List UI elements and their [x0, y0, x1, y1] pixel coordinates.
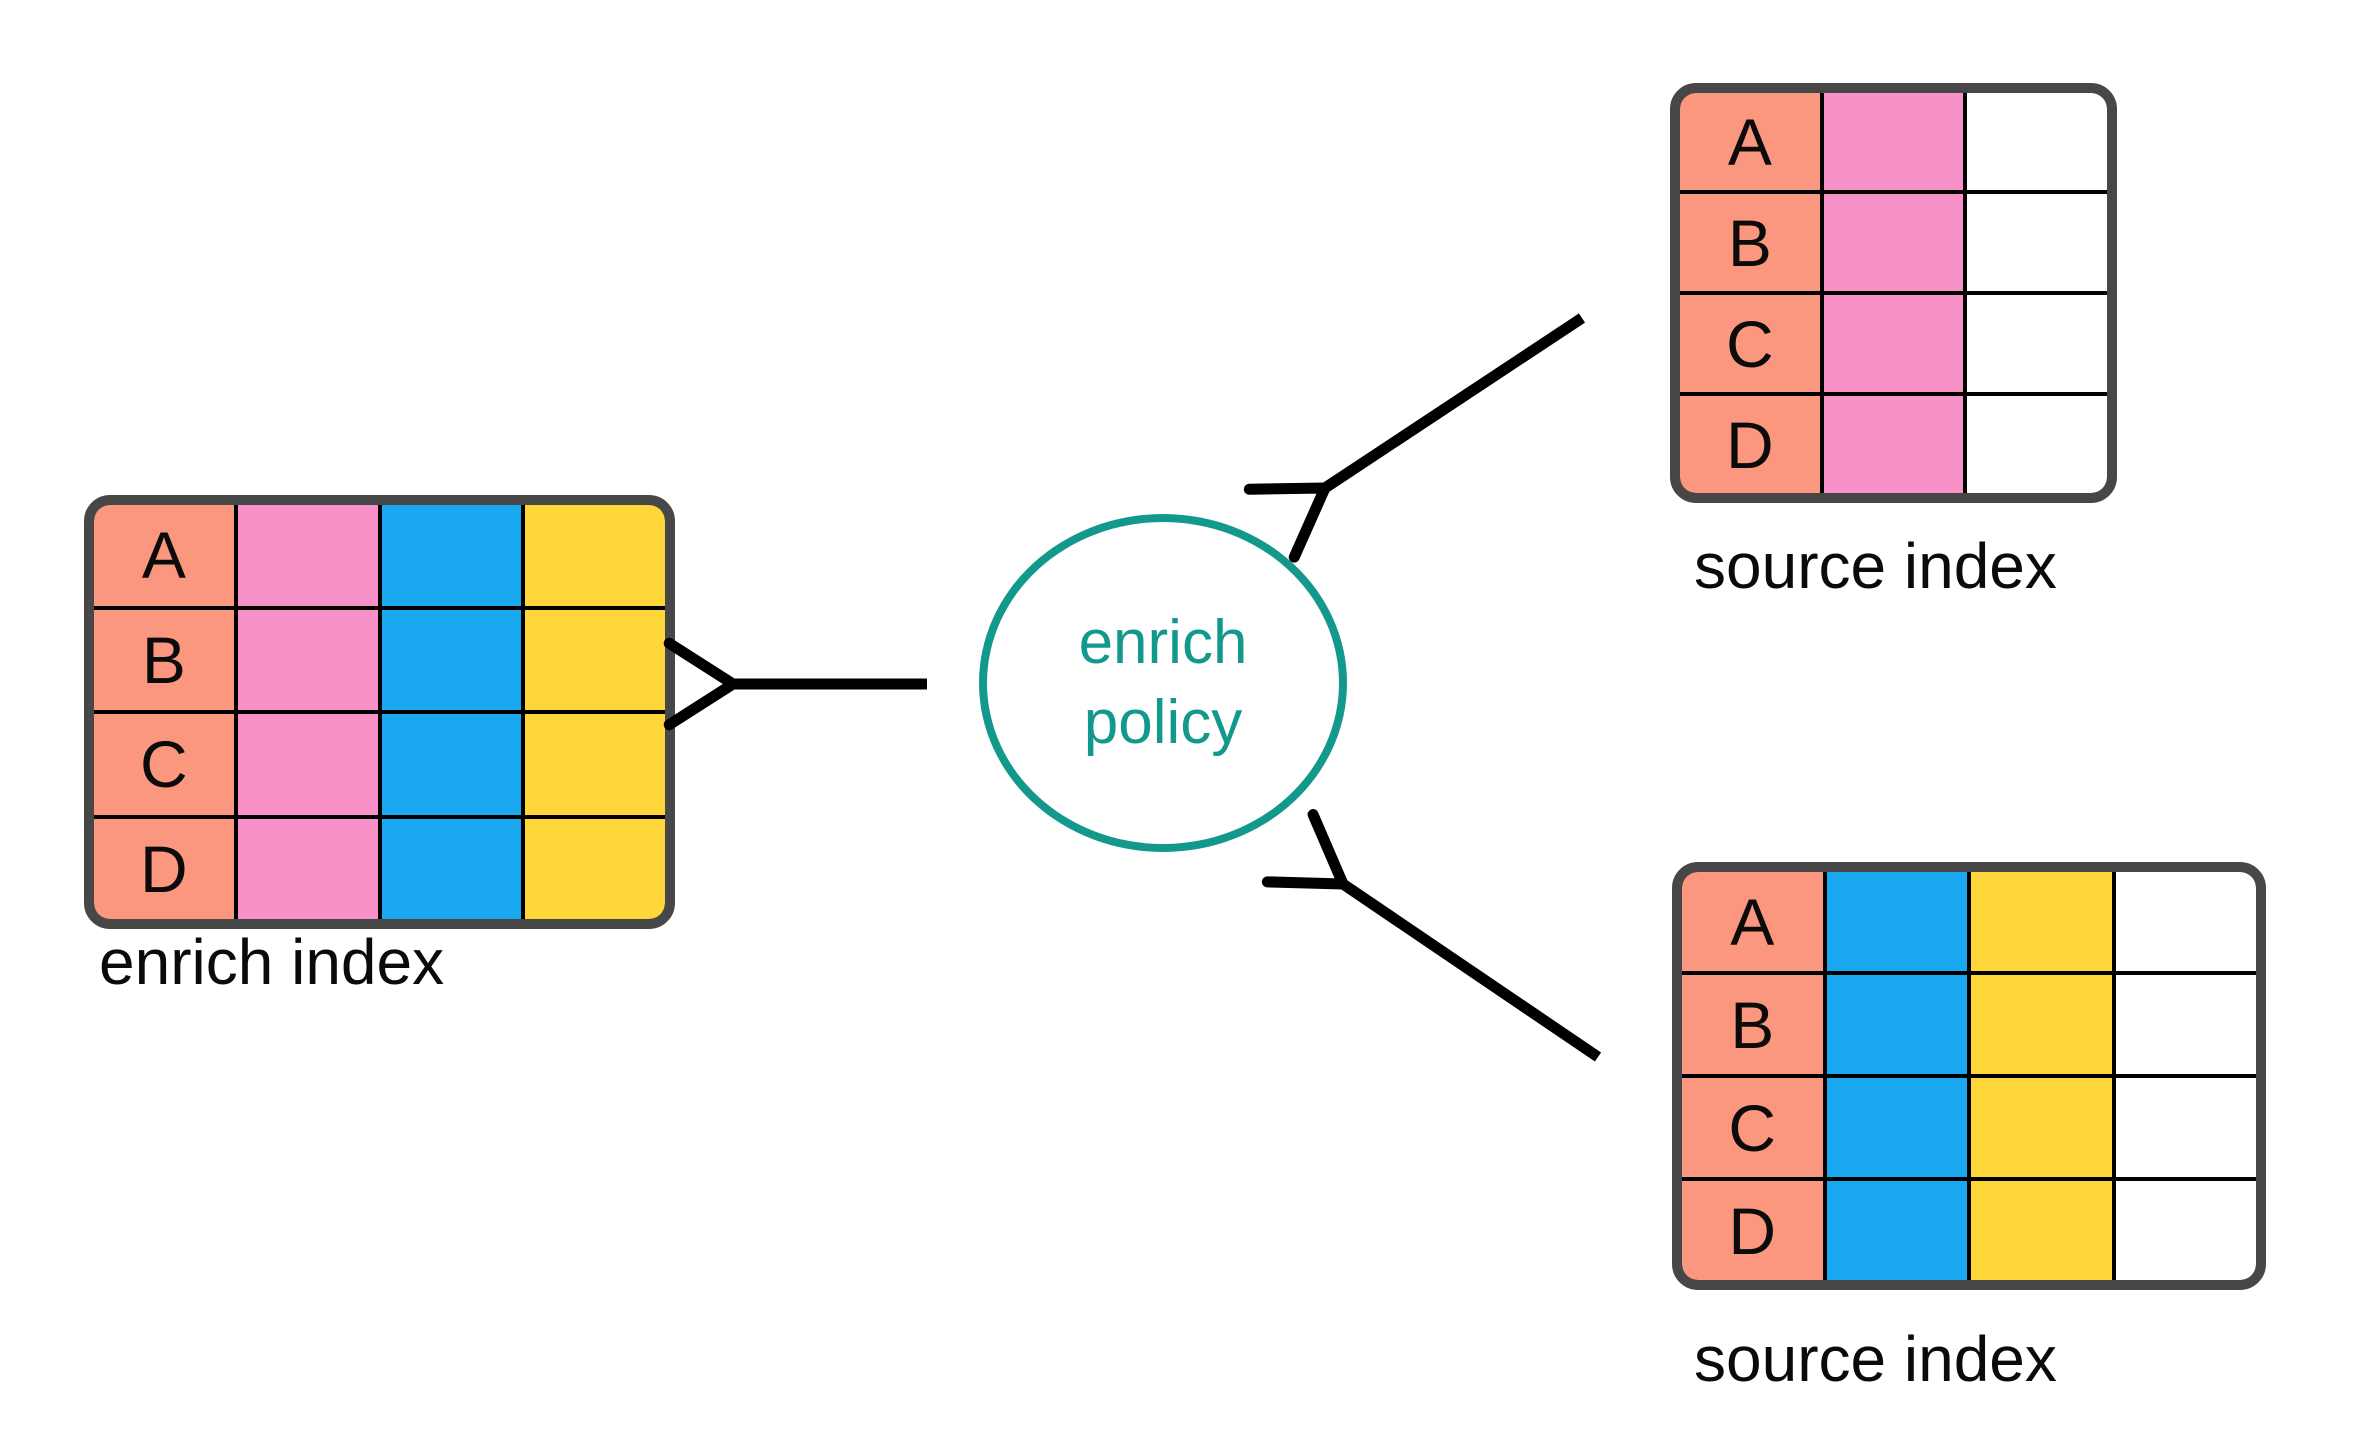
table-cell — [1823, 295, 1964, 392]
table-cell — [525, 505, 665, 606]
row-key: A — [141, 518, 186, 593]
source-index-bottom-label: source index — [1694, 1323, 2057, 1395]
table-cell — [1971, 1078, 2112, 1177]
enrich-index-label: enrich index — [99, 926, 445, 998]
table-cell: C — [1682, 1078, 1823, 1177]
table-cell — [1823, 396, 1964, 493]
table-cell: D — [1682, 1181, 1823, 1280]
table-cell: C — [94, 714, 234, 815]
arrow-source-top-to-policy — [1243, 313, 1586, 563]
table-cell — [237, 609, 378, 710]
table-cell — [1823, 194, 1964, 291]
row-key: B — [141, 622, 186, 697]
row-key: C — [1728, 1090, 1777, 1165]
source-index-top-label: source index — [1694, 530, 2057, 602]
row-key: D — [140, 831, 188, 906]
row-key: D — [1728, 1193, 1777, 1268]
table-cell: D — [94, 818, 234, 919]
table-cell: A — [94, 505, 234, 606]
row-key: A — [1727, 104, 1772, 179]
table-cell — [1967, 93, 2107, 190]
table-cell: B — [1682, 975, 1823, 1074]
table-cell — [381, 714, 522, 815]
table-cell — [237, 505, 378, 606]
row-key: B — [1730, 987, 1775, 1062]
table-cell — [1826, 872, 1967, 971]
table-cell — [1971, 872, 2112, 971]
table-cell — [237, 714, 378, 815]
table-cell — [381, 818, 522, 919]
table-cell: D — [1680, 396, 1820, 493]
table-cell — [1967, 194, 2107, 291]
table-cell — [381, 505, 522, 606]
table-cell — [1971, 975, 2112, 1074]
table-cell — [525, 818, 665, 919]
row-key: C — [1725, 306, 1774, 381]
table-cell: A — [1680, 93, 1820, 190]
table-cell — [1826, 1181, 1967, 1280]
enrich-policy-node: enrich policy — [979, 514, 1347, 852]
table-cell — [1967, 396, 2107, 493]
table-cell — [1823, 93, 1964, 190]
table-cell — [2115, 1181, 2256, 1280]
table-cell — [237, 818, 378, 919]
table-cell: B — [1680, 194, 1820, 291]
table-cell — [2115, 1078, 2256, 1177]
table-cell — [381, 609, 522, 710]
table-cell — [1826, 975, 1967, 1074]
table-cell — [525, 609, 665, 710]
table-cell — [1971, 1181, 2112, 1280]
enrich-policy-label-line2: policy — [1083, 688, 1243, 757]
enrich-policy-label-line1: enrich — [1078, 608, 1248, 677]
table-cell: A — [1682, 872, 1823, 971]
table-cell — [1826, 1078, 1967, 1177]
row-key: D — [1725, 407, 1774, 482]
row-key: A — [1730, 884, 1775, 959]
table-cell — [1967, 295, 2107, 392]
arrow-source-bottom-to-policy — [1261, 809, 1602, 1062]
row-key: B — [1727, 205, 1772, 280]
row-key: C — [140, 727, 188, 802]
table-cell: B — [94, 609, 234, 710]
table-cell — [2115, 975, 2256, 1074]
table-cell — [2115, 872, 2256, 971]
table-cell — [525, 714, 665, 815]
table-cell: C — [1680, 295, 1820, 392]
